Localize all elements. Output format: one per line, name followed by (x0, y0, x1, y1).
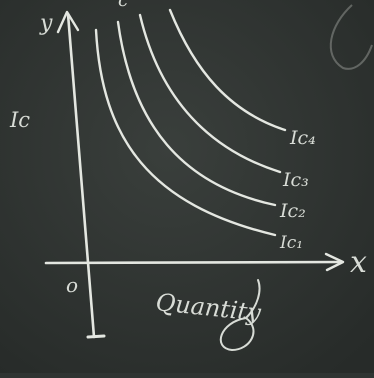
top-mark: c (118, 0, 128, 11)
origin-label: o (66, 273, 78, 297)
x-axis-arrowhead (324, 252, 345, 272)
y-axis-label: y (39, 11, 53, 36)
y-axis-foot (86, 334, 106, 339)
x-axis (44, 260, 344, 265)
y-axis (66, 12, 96, 339)
curve-label-3: Ic₃ (282, 169, 309, 191)
x-axis-label: x (350, 245, 367, 280)
erased-arc (329, 4, 373, 70)
side-label: Ic (9, 108, 30, 132)
curve-label-2: Ic₂ (279, 200, 306, 222)
y-axis-arrowhead (56, 10, 80, 34)
indifference-curve-1 (94, 28, 277, 237)
indifference-curve-4 (168, 8, 287, 132)
indifference-curve-2 (116, 20, 277, 207)
curve-label-4: Ic₄ (289, 127, 316, 149)
curve-label-1: Ic₁ (279, 233, 303, 253)
chalk-squiggle (219, 279, 261, 352)
indifference-curve-3 (138, 13, 282, 174)
